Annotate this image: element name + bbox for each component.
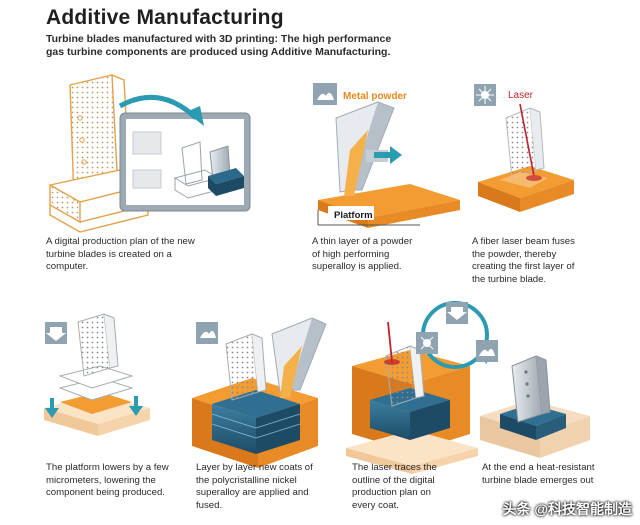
step7-illustration xyxy=(480,355,590,458)
metal-powder-label: Metal powder xyxy=(343,91,407,102)
arrow-down-icon xyxy=(45,408,59,418)
step3-illustration: Laser xyxy=(474,84,574,212)
powder-icon xyxy=(313,83,337,105)
arrow-down-icon xyxy=(46,327,66,341)
step1-illustration xyxy=(48,74,251,233)
step2-illustration: Platform Metal powder xyxy=(313,83,460,228)
step5-caption: Layer by layer new coats of the polycris… xyxy=(196,462,313,511)
laser-label: Laser xyxy=(508,90,534,101)
step6-illustration xyxy=(346,301,498,474)
arrow-right-icon xyxy=(186,106,204,126)
step1-caption: A digital production plan of the new tur… xyxy=(46,236,195,273)
page-title: Additive Manufacturing xyxy=(46,6,284,29)
arrow-right-icon xyxy=(390,146,402,164)
arrow-down-icon xyxy=(129,406,143,416)
step2-caption: A thin layer of a powder of high perform… xyxy=(312,236,413,273)
arrow-down-icon xyxy=(447,307,467,320)
page-subtitle: Turbine blades manufactured with 3D prin… xyxy=(46,33,392,58)
step7-caption: At the end a heat-resistant turbine blad… xyxy=(482,462,595,486)
platform-label: Platform xyxy=(334,210,373,221)
step3-caption: A fiber laser beam fuses the powder, the… xyxy=(472,236,575,285)
step5-illustration xyxy=(192,317,327,468)
watermark: 头条 @科技智能制造 xyxy=(502,501,632,517)
step6-caption: The laser traces the outline of the digi… xyxy=(352,462,437,511)
step4-illustration xyxy=(44,313,150,436)
step4-caption: The platform lowers by a few micrometers… xyxy=(46,462,169,499)
